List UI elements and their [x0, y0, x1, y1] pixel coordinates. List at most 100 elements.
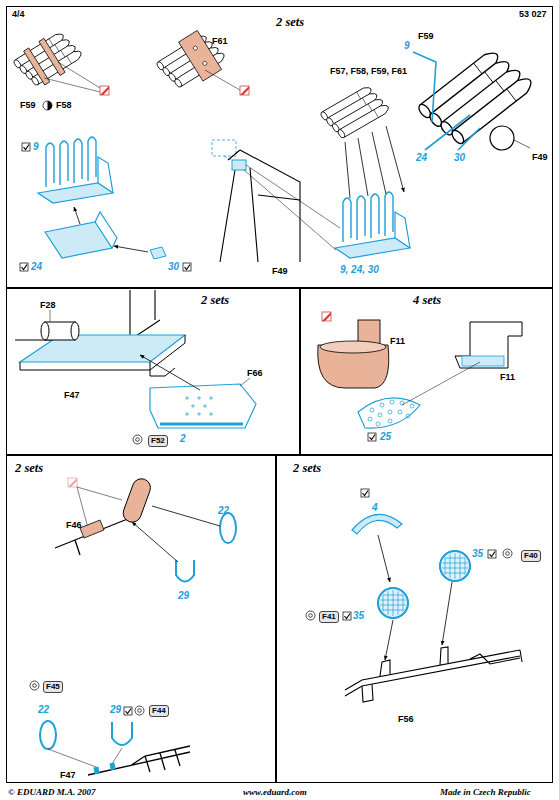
rocket-bundle: [193, 45, 199, 51]
etched-part: [74, 207, 80, 224]
instrument-part: [503, 549, 512, 558]
frame-part: [212, 140, 340, 262]
rocket-bundle: [320, 82, 391, 142]
rocket-bundle: [202, 61, 208, 67]
panel-heading: 2 sets: [276, 15, 304, 30]
frame-part: [244, 165, 340, 250]
part-label: F57, F58, F59, F61: [330, 66, 407, 76]
pedal-rod: [124, 707, 132, 715]
panel-heading: 2 sets: [293, 461, 321, 476]
part-number: F45: [46, 682, 60, 691]
part-tag: F52: [148, 435, 168, 447]
etched-part: [95, 212, 117, 248]
callout-number: 9: [33, 141, 39, 152]
rocket-assembly: [490, 126, 514, 150]
rocket-bundle: [13, 28, 83, 89]
etched-part: [150, 247, 166, 259]
pedal-rod: [135, 706, 144, 715]
seat-part: [378, 413, 382, 417]
etched-plate: [160, 423, 243, 426]
callout-number: 9, 24, 30: [340, 264, 379, 275]
part-label: F46: [66, 520, 82, 530]
seat-part: [318, 312, 389, 388]
instruction-panel: 2 setsF41 F40: [276, 455, 553, 783]
instrument-part: [343, 612, 351, 620]
callout-number: 24: [416, 152, 427, 163]
frame-part: [220, 150, 300, 262]
frame-part: [232, 160, 246, 170]
instruction-panel: 4 sets: [300, 288, 553, 455]
callout-number: 29: [178, 590, 189, 601]
panel-heading: 2 sets: [15, 461, 43, 476]
callout-number: 22: [38, 704, 49, 715]
pedal-part: [80, 520, 104, 538]
seat-part: [376, 422, 380, 426]
callout-number: 35: [353, 610, 364, 621]
seat-part: [322, 312, 331, 321]
seat-part: [462, 356, 504, 366]
instrument-part: [345, 647, 522, 702]
rocket-rack: [335, 192, 410, 258]
sheet-code: 53 027: [519, 9, 547, 19]
panel-heading: 4 sets: [413, 293, 441, 308]
callout-number: 22: [218, 505, 229, 516]
instruction-panel: 2 setsF45F44: [6, 455, 276, 783]
part-label: F49: [272, 266, 288, 276]
instrument-part: [306, 489, 522, 702]
seat-part: [455, 322, 522, 368]
rocket-bundle: [43, 101, 52, 110]
footer-text: © EDUARD M.A. 2007: [8, 787, 96, 797]
floor-assembly: [41, 322, 49, 340]
etched-part: [183, 263, 191, 271]
pedal-part: [55, 518, 130, 555]
etched-part: [114, 246, 148, 252]
etched-plate: [150, 384, 256, 428]
seat-part: [368, 433, 376, 441]
rocket-bundle: [44, 62, 100, 92]
rocket-assembly: [413, 52, 436, 122]
instrument-part: [385, 620, 393, 660]
part-label: F58: [56, 100, 72, 110]
pedal-rod: [30, 681, 39, 690]
seat-part: [370, 408, 374, 412]
part-label: F28: [40, 300, 56, 310]
instrument-part: [361, 489, 369, 497]
instrument-part: [442, 582, 452, 645]
floor-assembly: [71, 322, 79, 340]
pedal-rod: [88, 746, 190, 775]
part-tag: F40: [521, 550, 541, 562]
rocket-assembly: [425, 115, 480, 150]
rocket-bundle: [100, 86, 109, 95]
etched-part: [45, 222, 112, 258]
rocket-bundle: [11, 26, 109, 110]
floor-assembly: [20, 335, 185, 376]
part-number: F44: [152, 706, 166, 715]
rocket-bundle: [205, 70, 240, 90]
etched-plate: [240, 378, 250, 386]
etched-part: [20, 137, 191, 271]
rocket-assembly: [514, 140, 530, 148]
seat-part: [388, 410, 392, 414]
pedal-rod: [40, 721, 56, 749]
seat-part: [368, 417, 372, 421]
pedal-part: [176, 560, 194, 582]
instrument-part: [440, 551, 470, 581]
callout-number: 4: [372, 502, 378, 513]
part-label: F59: [418, 31, 434, 41]
part-tag: F41: [319, 611, 339, 623]
part-number: F41: [322, 612, 336, 621]
part-label: F47: [64, 390, 80, 400]
callout-number: 29: [110, 704, 121, 715]
rocket-bundle: [39, 38, 65, 75]
pedal-part: [68, 478, 77, 487]
floor-assembly: [15, 290, 185, 376]
pedal-rod: [30, 681, 190, 775]
etched-part: [38, 137, 113, 203]
seat-part: [410, 404, 414, 408]
pedal-part: [132, 506, 220, 562]
part-label: F11: [500, 372, 515, 382]
